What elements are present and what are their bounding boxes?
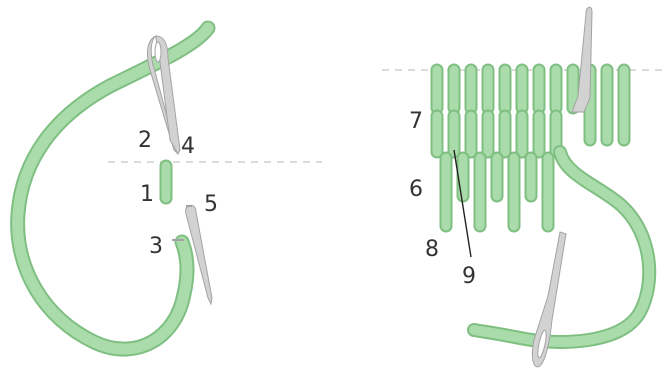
left-stitch-figure: 1 2 3 4 5 bbox=[18, 28, 322, 349]
middle-row-stitches bbox=[437, 116, 556, 152]
point-4-label: 4 bbox=[181, 134, 195, 159]
point-5-label: 5 bbox=[204, 192, 218, 217]
point-7-label: 7 bbox=[409, 109, 423, 134]
point-1-label: 1 bbox=[140, 182, 154, 207]
point-8-label: 8 bbox=[425, 237, 439, 262]
point-3-label: 3 bbox=[149, 234, 163, 259]
point-9-label: 9 bbox=[462, 264, 476, 289]
point-2-label: 2 bbox=[138, 128, 152, 153]
right-stitch-figure: 6 7 8 9 bbox=[382, 7, 663, 367]
point-6-label: 6 bbox=[409, 177, 423, 202]
left-thread bbox=[18, 28, 208, 349]
